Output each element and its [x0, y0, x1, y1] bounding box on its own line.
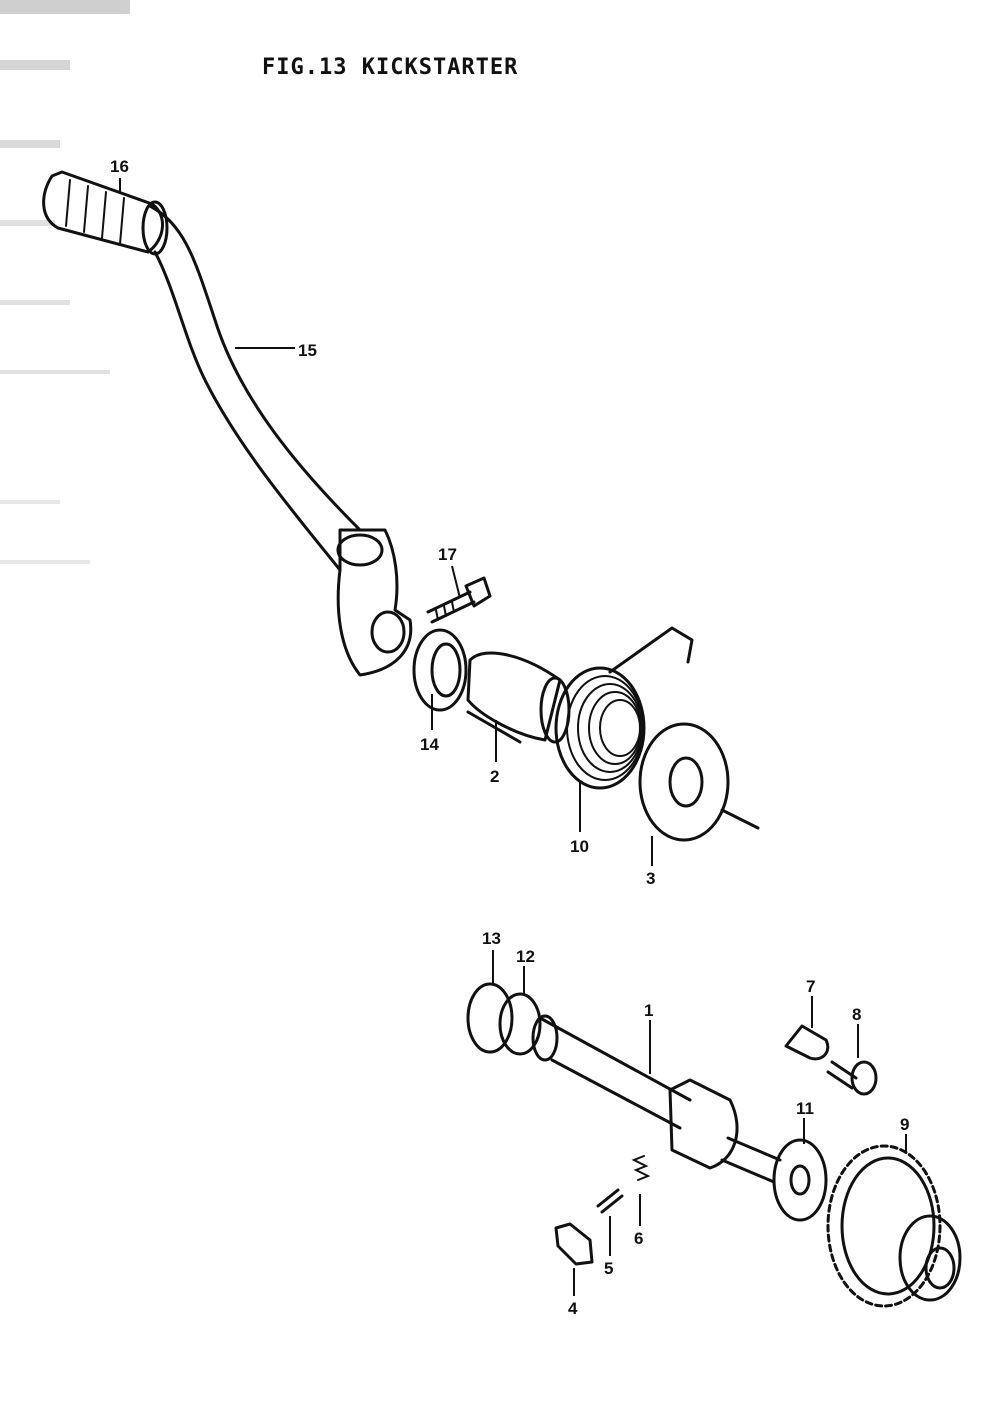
callout-labels: 16 15 17 14 2 10 3 13 12 1 7 8 11 9 6 5 … — [110, 157, 909, 1318]
callout-4: 4 — [568, 1299, 578, 1318]
callout-13: 13 — [482, 929, 501, 948]
callout-12: 12 — [516, 947, 535, 966]
callout-7: 7 — [806, 977, 815, 996]
callout-1: 1 — [644, 1001, 653, 1020]
grip-rubber — [42, 170, 169, 256]
kick-lever-arm — [148, 204, 413, 677]
callout-9: 9 — [900, 1115, 909, 1134]
scan-noise — [0, 0, 130, 564]
pinch-bolt — [426, 576, 492, 624]
callout-17: 17 — [438, 545, 457, 564]
oil-seal — [412, 628, 468, 712]
callout-3: 3 — [646, 869, 655, 888]
figure-title: FIG.13 KICKSTARTER — [262, 55, 518, 80]
kickstarter-gear — [826, 1144, 962, 1308]
callout-6: 6 — [634, 1229, 643, 1248]
callout-2: 2 — [490, 767, 499, 786]
callout-5: 5 — [604, 1259, 613, 1278]
callout-10: 10 — [570, 837, 589, 856]
return-spring — [554, 626, 694, 790]
stopper-bolt — [826, 1060, 878, 1096]
ratchet-spring — [631, 1155, 651, 1181]
callout-14: 14 — [420, 735, 439, 754]
kickstarter-shaft — [531, 1014, 782, 1184]
shaft-washer-end — [772, 1138, 828, 1222]
ratchet-pin — [596, 1188, 624, 1214]
callout-11: 11 — [796, 1099, 814, 1118]
leader-lines — [119, 178, 907, 1296]
ratchet-pawl — [554, 1222, 594, 1266]
shaft-washer-outer — [466, 982, 514, 1054]
callout-8: 8 — [852, 1005, 861, 1024]
callout-16: 16 — [110, 157, 129, 176]
shaft-washer-inner — [498, 992, 542, 1056]
callout-15: 15 — [298, 341, 317, 360]
kick-guide — [466, 651, 571, 744]
stopper-plate — [784, 1024, 830, 1061]
spring-guide-washer — [638, 722, 760, 842]
